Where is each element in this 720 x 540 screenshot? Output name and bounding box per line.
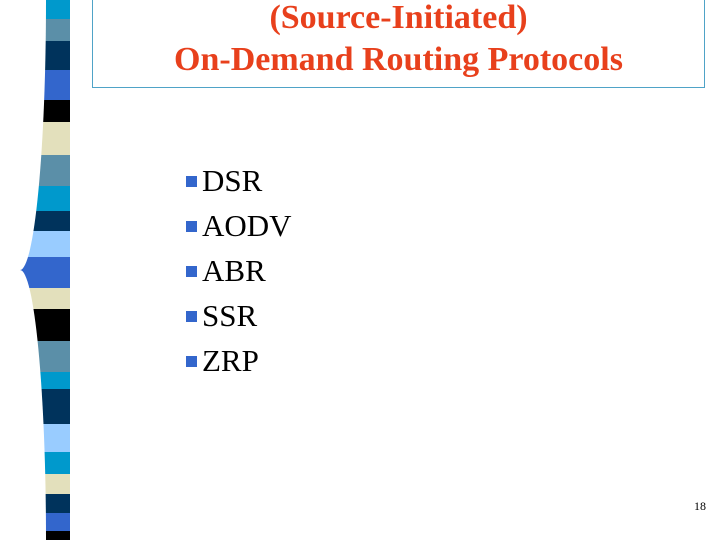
- color-band: [20, 257, 70, 288]
- bullet-square-icon: [186, 311, 197, 322]
- slide-title-line-1: (Source-Initiated): [269, 0, 528, 36]
- bullet-item-dsr: DSR: [186, 158, 606, 203]
- protocol-bullet-list: DSR AODV ABR SSR ZRP: [186, 158, 606, 383]
- bullet-item-label: ABR: [202, 253, 266, 288]
- left-color-strip: [20, 0, 70, 540]
- bullet-item-zrp: ZRP: [186, 338, 606, 383]
- bullet-item-abr: ABR: [186, 248, 606, 293]
- slide-title-box: (Source-Initiated) On-Demand Routing Pro…: [92, 0, 705, 88]
- bullet-square-icon: [186, 266, 197, 277]
- bullet-item-label: DSR: [202, 163, 263, 198]
- bullet-item-label: ZRP: [202, 343, 259, 378]
- bullet-square-icon: [186, 176, 197, 187]
- bullet-item-label: SSR: [202, 298, 258, 333]
- slide-title-line-2: On-Demand Routing Protocols: [174, 41, 623, 78]
- bullet-item-aodv: AODV: [186, 203, 606, 248]
- bullet-square-icon: [186, 356, 197, 367]
- bullet-item-ssr: SSR: [186, 293, 606, 338]
- page-number: 18: [694, 499, 706, 513]
- bullet-square-icon: [186, 221, 197, 232]
- bullet-item-label: AODV: [202, 208, 292, 243]
